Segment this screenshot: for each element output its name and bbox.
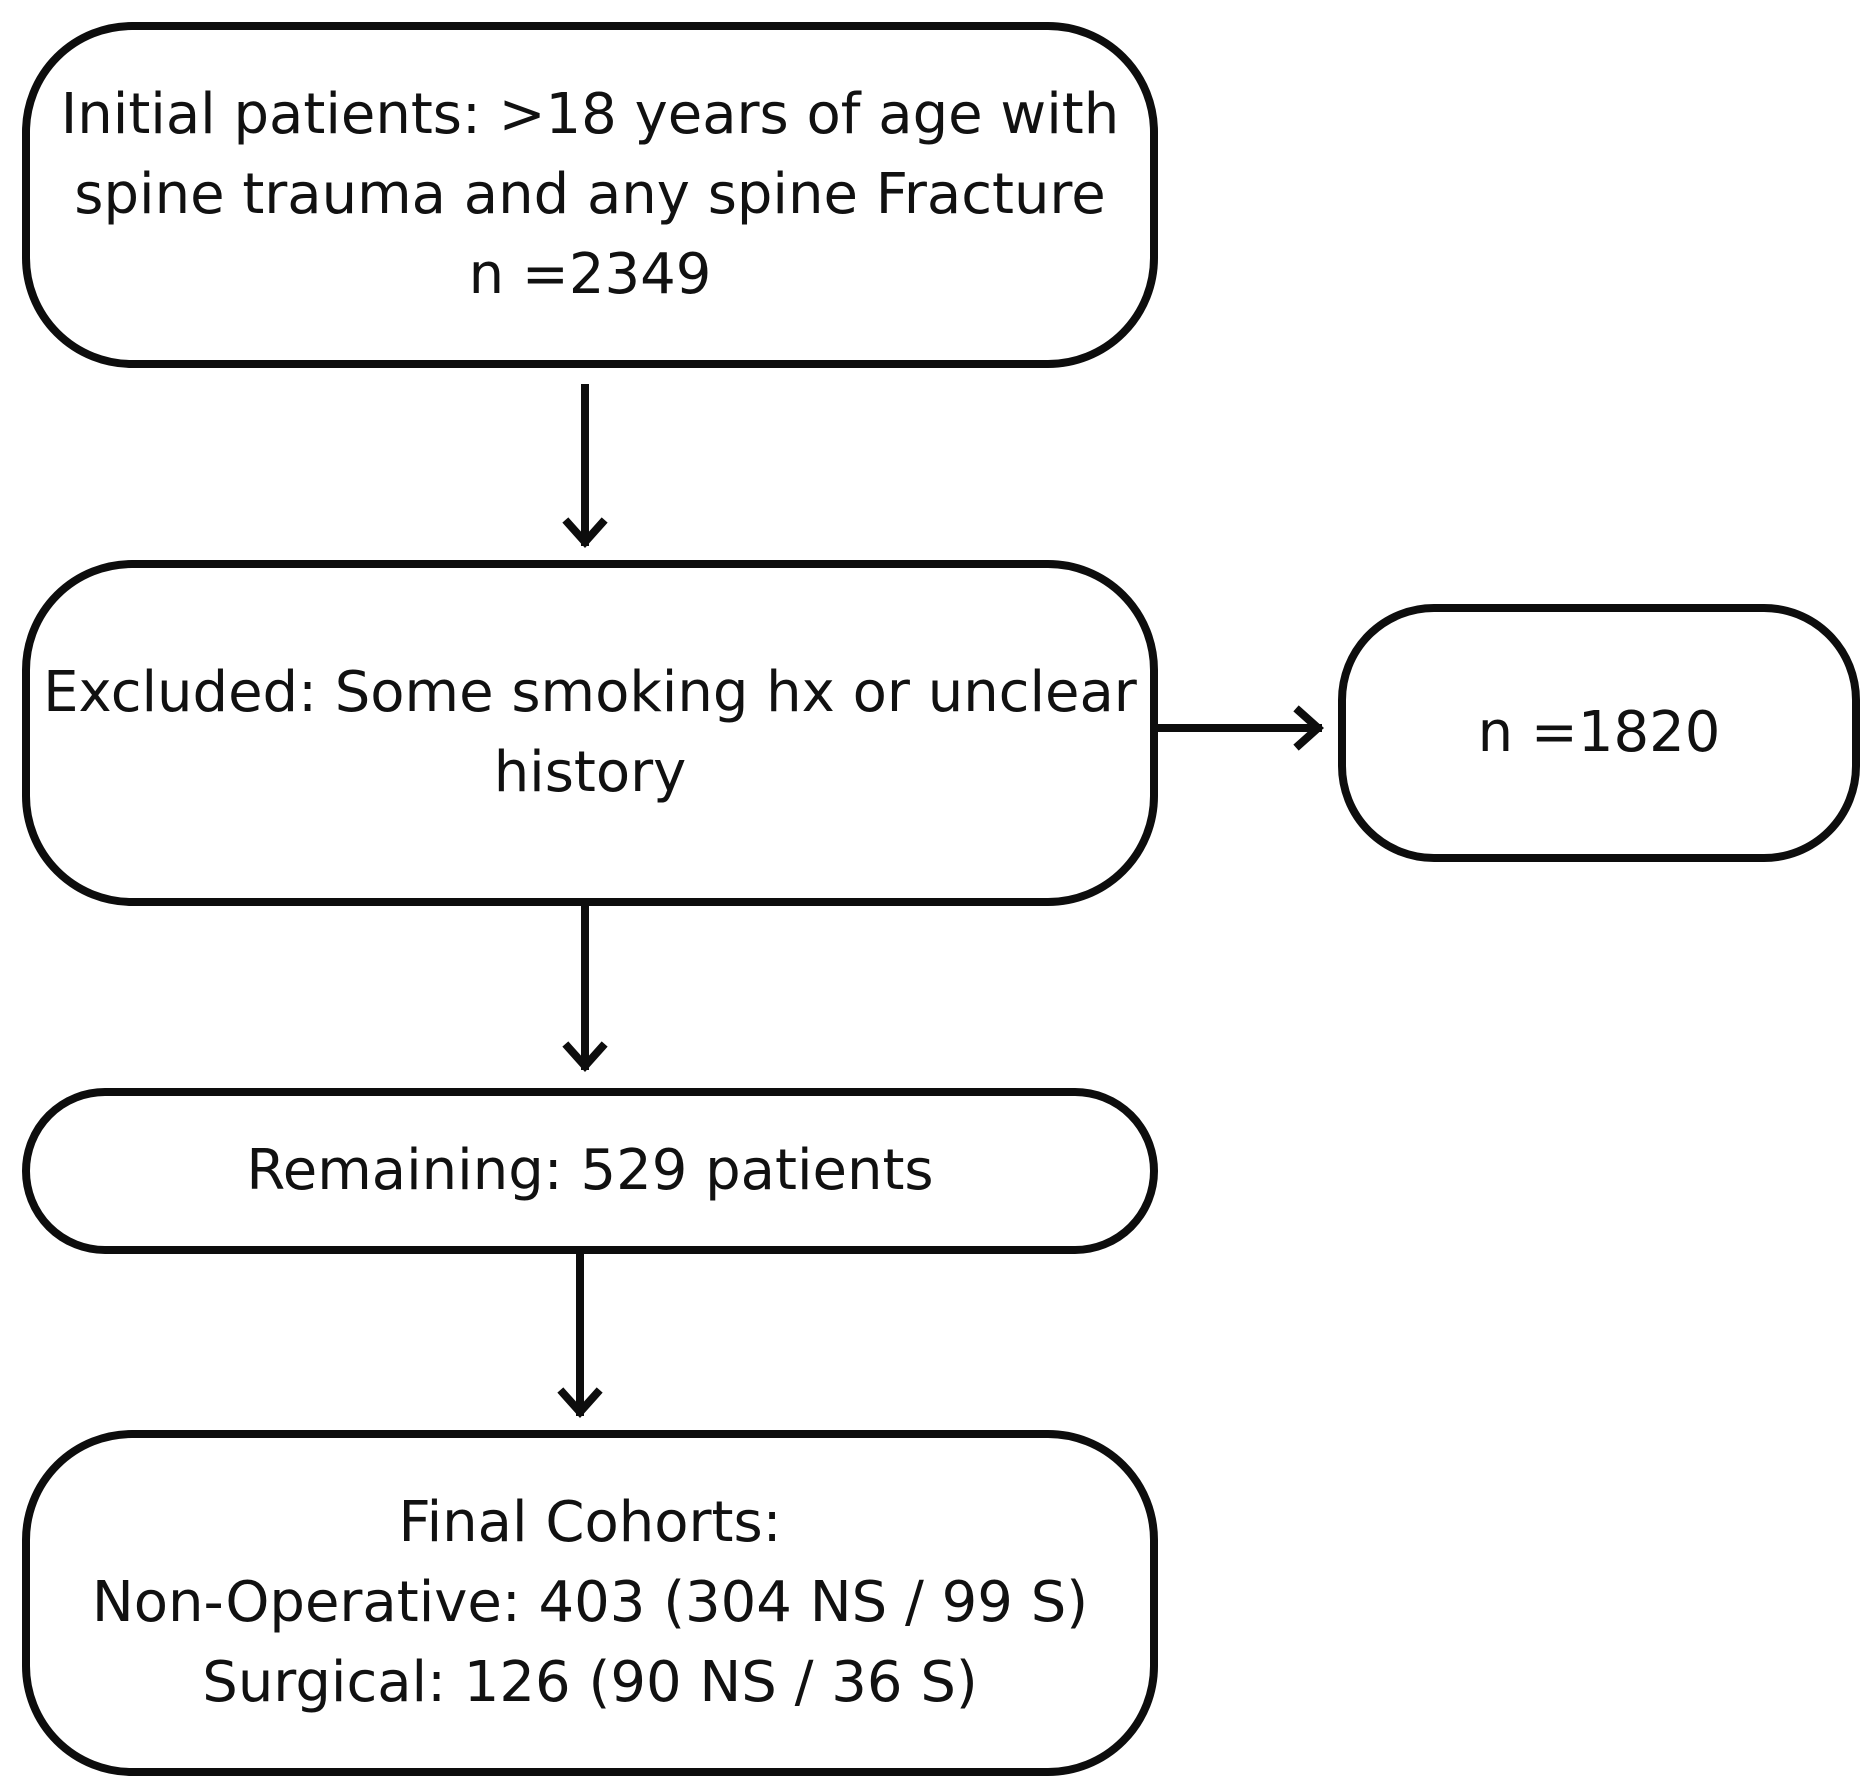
initial-patients-line-2: spine trauma and any spine Fracture (74, 162, 1106, 227)
box-remaining-patients: Remaining: 529 patients (22, 1088, 1158, 1254)
box-excluded-criteria: Excluded: Some smoking hx or unclear his… (22, 560, 1158, 906)
arrow-excluded-to-count (1158, 705, 1324, 751)
final-cohorts-surgical: Surgical: 126 (90 NS / 36 S) (202, 1650, 978, 1715)
box-final-cohorts: Final Cohorts: Non-Operative: 403 (304 N… (22, 1430, 1158, 1776)
initial-patients-line-1: Initial patients: >18 years of age with (60, 82, 1120, 147)
initial-patients-count: n =2349 (468, 242, 712, 307)
arrow-initial-to-excluded (562, 384, 608, 548)
excluded-line-1: Excluded: Some smoking hx or unclear (43, 660, 1137, 725)
arrow-remaining-to-final (557, 1254, 603, 1418)
box-initial-patients: Initial patients: >18 years of age with … (22, 22, 1158, 368)
arrow-excluded-to-remaining (562, 906, 608, 1072)
final-cohorts-heading: Final Cohorts: (398, 1490, 782, 1555)
final-cohorts-non-operative: Non-Operative: 403 (304 NS / 99 S) (91, 1570, 1089, 1635)
remaining-text: Remaining: 529 patients (246, 1138, 934, 1203)
excluded-count-text: n =1820 (1477, 700, 1721, 765)
box-excluded-count: n =1820 (1338, 604, 1860, 862)
excluded-line-2: history (493, 740, 687, 805)
